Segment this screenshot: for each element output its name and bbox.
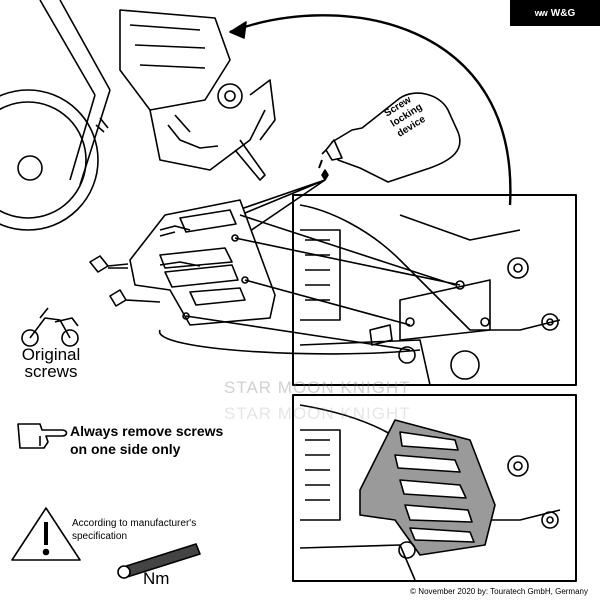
torque-unit: Nm: [143, 569, 170, 588]
brand-badge: ᴡᴡ W&G: [510, 0, 600, 26]
watermark-text-faded: STAR MOON KNIGHT: [224, 404, 411, 423]
original-screws-line-1: Original: [21, 345, 81, 364]
screw-lock-bottle-illustration: [318, 92, 461, 183]
brand-logo-icon: ᴡᴡ: [534, 8, 548, 18]
torque-specification-note: According to manufacturer's specificatio…: [72, 517, 196, 543]
installation-photo-after: [292, 394, 577, 582]
instruction-line-2: on one side only: [70, 441, 181, 457]
instruction-line-1: Always remove screws: [70, 423, 224, 439]
torque-wrench-icon: [117, 543, 201, 579]
original-screws-line-2: screws: [24, 362, 78, 381]
original-screws-label: Original screws: [18, 346, 84, 380]
installation-photo-before: [292, 194, 577, 386]
motorcycle-front-illustration: [0, 0, 276, 231]
torque-note-line-1: According to manufacturer's: [72, 518, 197, 529]
screws-illustration: [89, 225, 201, 307]
motorcycle-luggage-icon: [21, 307, 79, 347]
warning-triangle-icon: [11, 507, 81, 561]
watermark-text: STAR MOON KNIGHT: [224, 378, 411, 397]
copyright-notice: © November 2020 by: Touratech GmbH, Germ…: [410, 587, 588, 596]
remove-screws-instruction: Always remove screws on one side only: [70, 422, 223, 458]
hand-pointer-icon: [17, 423, 68, 449]
brand-name: W&G: [550, 7, 576, 19]
torque-note-line-2: specification: [72, 531, 128, 542]
cover-plate-illustration: [129, 199, 276, 326]
